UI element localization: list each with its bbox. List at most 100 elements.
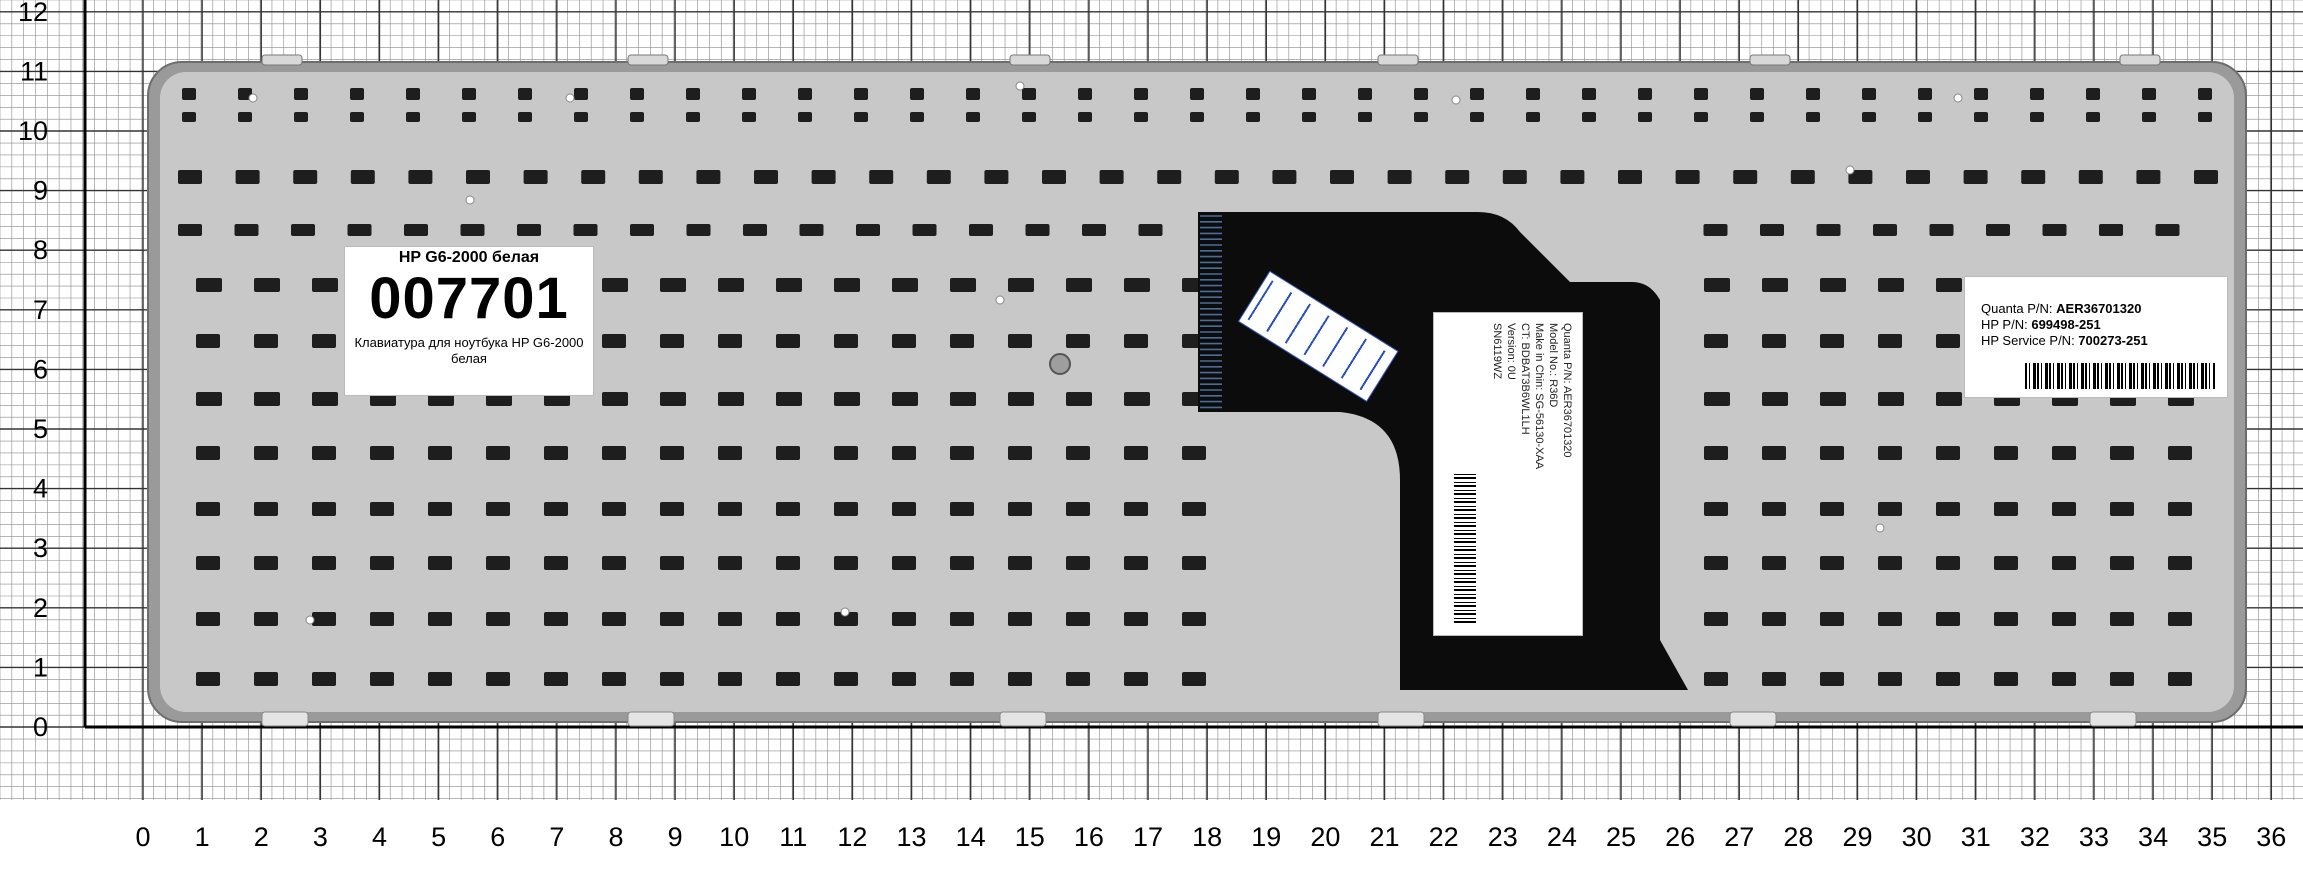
ruler-x-label: 26 (1665, 822, 1695, 852)
mounting-tab-bottom (999, 711, 1047, 727)
key-clip (718, 612, 742, 626)
key-clip (1762, 556, 1786, 570)
key-clip (1936, 672, 1960, 686)
key-clip (350, 170, 375, 184)
key-clip (1918, 112, 1932, 122)
key-clip (1704, 334, 1728, 348)
key-clip (1878, 334, 1902, 348)
key-clip (428, 446, 452, 460)
key-clip (254, 446, 278, 460)
ruler-x-label: 16 (1074, 822, 1104, 852)
key-clip (969, 224, 993, 236)
ruler-x-label: 0 (135, 822, 150, 852)
screw-hole (1015, 81, 1025, 91)
key-clip (1078, 88, 1092, 100)
key-clip (1638, 88, 1652, 100)
key-clip (1936, 502, 1960, 516)
key-clip (350, 112, 364, 122)
key-clip (1848, 170, 1873, 184)
key-clip (718, 392, 744, 406)
key-clip (811, 170, 836, 184)
key-clip (1124, 672, 1148, 686)
key-clip (1762, 334, 1786, 348)
key-clip (2198, 112, 2212, 122)
key-clip (950, 612, 974, 626)
key-clip (1066, 446, 1090, 460)
key-clip (1704, 278, 1730, 292)
key-clip (1066, 278, 1092, 292)
ruler-x-label: 7 (549, 822, 564, 852)
key-clip (1387, 170, 1412, 184)
key-clip (966, 88, 980, 100)
key-clip (660, 334, 684, 348)
key-clip (234, 224, 259, 236)
key-clip (602, 612, 626, 626)
key-clip (312, 612, 336, 626)
ruler-x-label: 9 (668, 822, 683, 852)
key-clip (892, 556, 916, 570)
ruler-x-label: 11 (779, 822, 807, 852)
key-clip (1820, 672, 1844, 686)
key-clip (1066, 612, 1090, 626)
key-clip (630, 88, 644, 100)
key-clip (2110, 556, 2134, 570)
key-clip (950, 334, 974, 348)
key-clip (1974, 112, 1988, 122)
key-clip (544, 392, 570, 406)
mount-screw (1049, 353, 1071, 375)
key-clip (1470, 112, 1484, 122)
model-sticker-line: SN6119WZ (1491, 323, 1503, 380)
key-clip (1008, 502, 1032, 516)
mounting-tab-top (1009, 54, 1051, 66)
key-clip (1066, 392, 1092, 406)
key-clip (486, 612, 510, 626)
key-clip (1124, 278, 1150, 292)
key-clip (2168, 502, 2192, 516)
ruler-x-label: 4 (372, 822, 387, 852)
key-clip (1750, 88, 1764, 100)
ruler-y-label: 8 (33, 235, 48, 265)
key-clip (1994, 502, 2018, 516)
ruler-x-label: 1 (195, 822, 210, 852)
key-clip (834, 556, 858, 570)
key-clip (370, 446, 394, 460)
key-clip (2030, 88, 2044, 100)
product-tag-description: Клавиатура для ноутбука HP G6-2000 белая (354, 335, 584, 366)
key-clip (1582, 112, 1596, 122)
ruler-x-label: 8 (608, 822, 623, 852)
mounting-tab-bottom (1377, 711, 1425, 727)
key-clip (1986, 224, 2010, 236)
key-clip (178, 170, 202, 184)
key-clip (1066, 556, 1090, 570)
ruler-x-label: 30 (1902, 822, 1932, 852)
key-clip (2168, 446, 2192, 460)
key-clip (518, 112, 532, 122)
key-clip (1878, 672, 1902, 686)
key-clip (742, 112, 756, 122)
key-clip (1470, 88, 1484, 100)
key-clip (1182, 556, 1206, 570)
ruler-x-label: 17 (1133, 822, 1163, 852)
key-clip (1878, 446, 1902, 460)
key-clip (718, 672, 742, 686)
ruler-x-label: 2 (254, 822, 269, 852)
key-clip (1358, 112, 1372, 122)
part-number-key: HP P/N: (1981, 317, 2032, 332)
ruler-y-label: 10 (18, 116, 48, 146)
key-clip (544, 672, 568, 686)
ruler-x-label: 18 (1192, 822, 1222, 852)
key-clip (798, 88, 812, 100)
key-clip (892, 612, 916, 626)
ruler-y-label: 9 (33, 176, 48, 206)
key-clip (718, 446, 742, 460)
ruler-x-label: 35 (2197, 822, 2227, 852)
key-clip (630, 112, 644, 122)
key-clip (602, 672, 626, 686)
ruler-x-label: 32 (2020, 822, 2050, 852)
key-clip (1936, 612, 1960, 626)
ruler-x-label: 13 (897, 822, 927, 852)
key-clip (630, 224, 654, 236)
barcode (2025, 363, 2215, 389)
key-clip (1582, 88, 1596, 100)
key-clip (1008, 446, 1032, 460)
